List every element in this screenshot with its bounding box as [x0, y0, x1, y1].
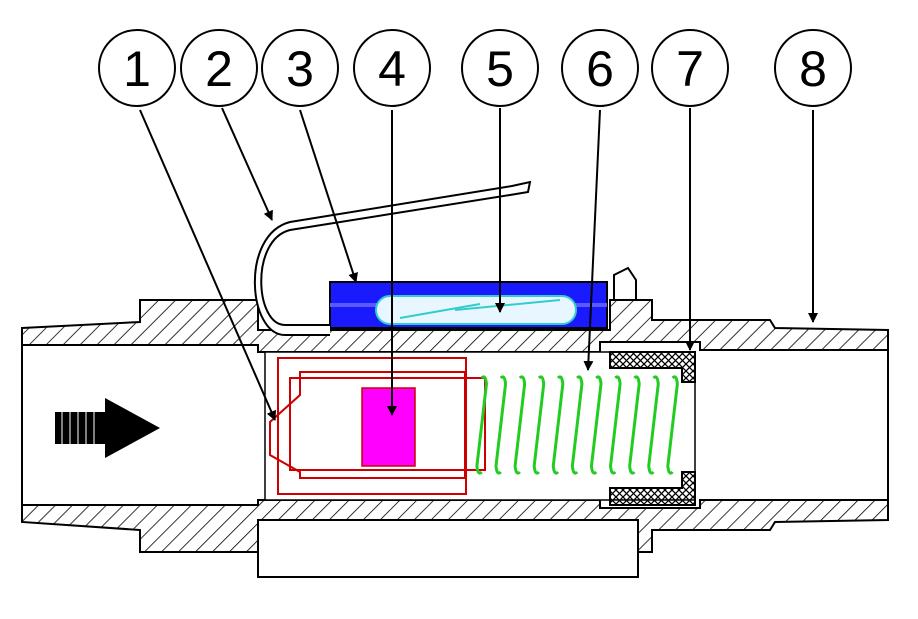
- callout-3: 3: [261, 29, 339, 107]
- spring-coil: [589, 375, 603, 475]
- spring-coil: [609, 375, 622, 475]
- callout-2-label: 2: [205, 41, 233, 97]
- callout-5: 5: [461, 29, 539, 107]
- leader-lines: [139, 107, 818, 421]
- spring-coil: [532, 375, 546, 475]
- leader-1: [139, 109, 276, 421]
- leader-2: [221, 107, 273, 221]
- callout-5-label: 5: [486, 41, 514, 97]
- spring-coil: [494, 375, 508, 475]
- callout-7: 7: [651, 29, 729, 107]
- callout-3-label: 3: [286, 41, 314, 97]
- thread-marks: [21, 321, 889, 531]
- reed-switch-assembly: [329, 281, 608, 329]
- seat-ring: [609, 351, 696, 506]
- clip-wire: [253, 180, 532, 336]
- spring: [475, 375, 679, 475]
- callout-1-label: 1: [123, 41, 151, 97]
- spring-coil: [628, 375, 641, 475]
- spring-coil: [647, 375, 660, 475]
- spring-coil: [570, 375, 584, 475]
- reed-glass: [375, 295, 577, 325]
- leader-6: [583, 109, 601, 371]
- clip-tab: [613, 266, 637, 301]
- spring-coil: [666, 375, 679, 475]
- callout-4-label: 4: [378, 41, 406, 97]
- callout-2: 2: [180, 29, 258, 107]
- spring-coil: [513, 375, 527, 475]
- callout-1: 1: [98, 29, 176, 107]
- spring-coil: [475, 375, 488, 475]
- callout-6-label: 6: [586, 41, 614, 97]
- callout-8-label: 8: [799, 41, 827, 97]
- spring-coil: [551, 375, 565, 475]
- magnet: [361, 387, 416, 467]
- bottom-plate: [257, 519, 639, 578]
- callout-4: 4: [353, 29, 431, 107]
- callout-6: 6: [561, 29, 639, 107]
- leader-3: [299, 109, 358, 283]
- flow-direction-arrow-icon: [55, 398, 160, 458]
- callout-8: 8: [774, 29, 852, 107]
- callout-7-label: 7: [676, 41, 704, 97]
